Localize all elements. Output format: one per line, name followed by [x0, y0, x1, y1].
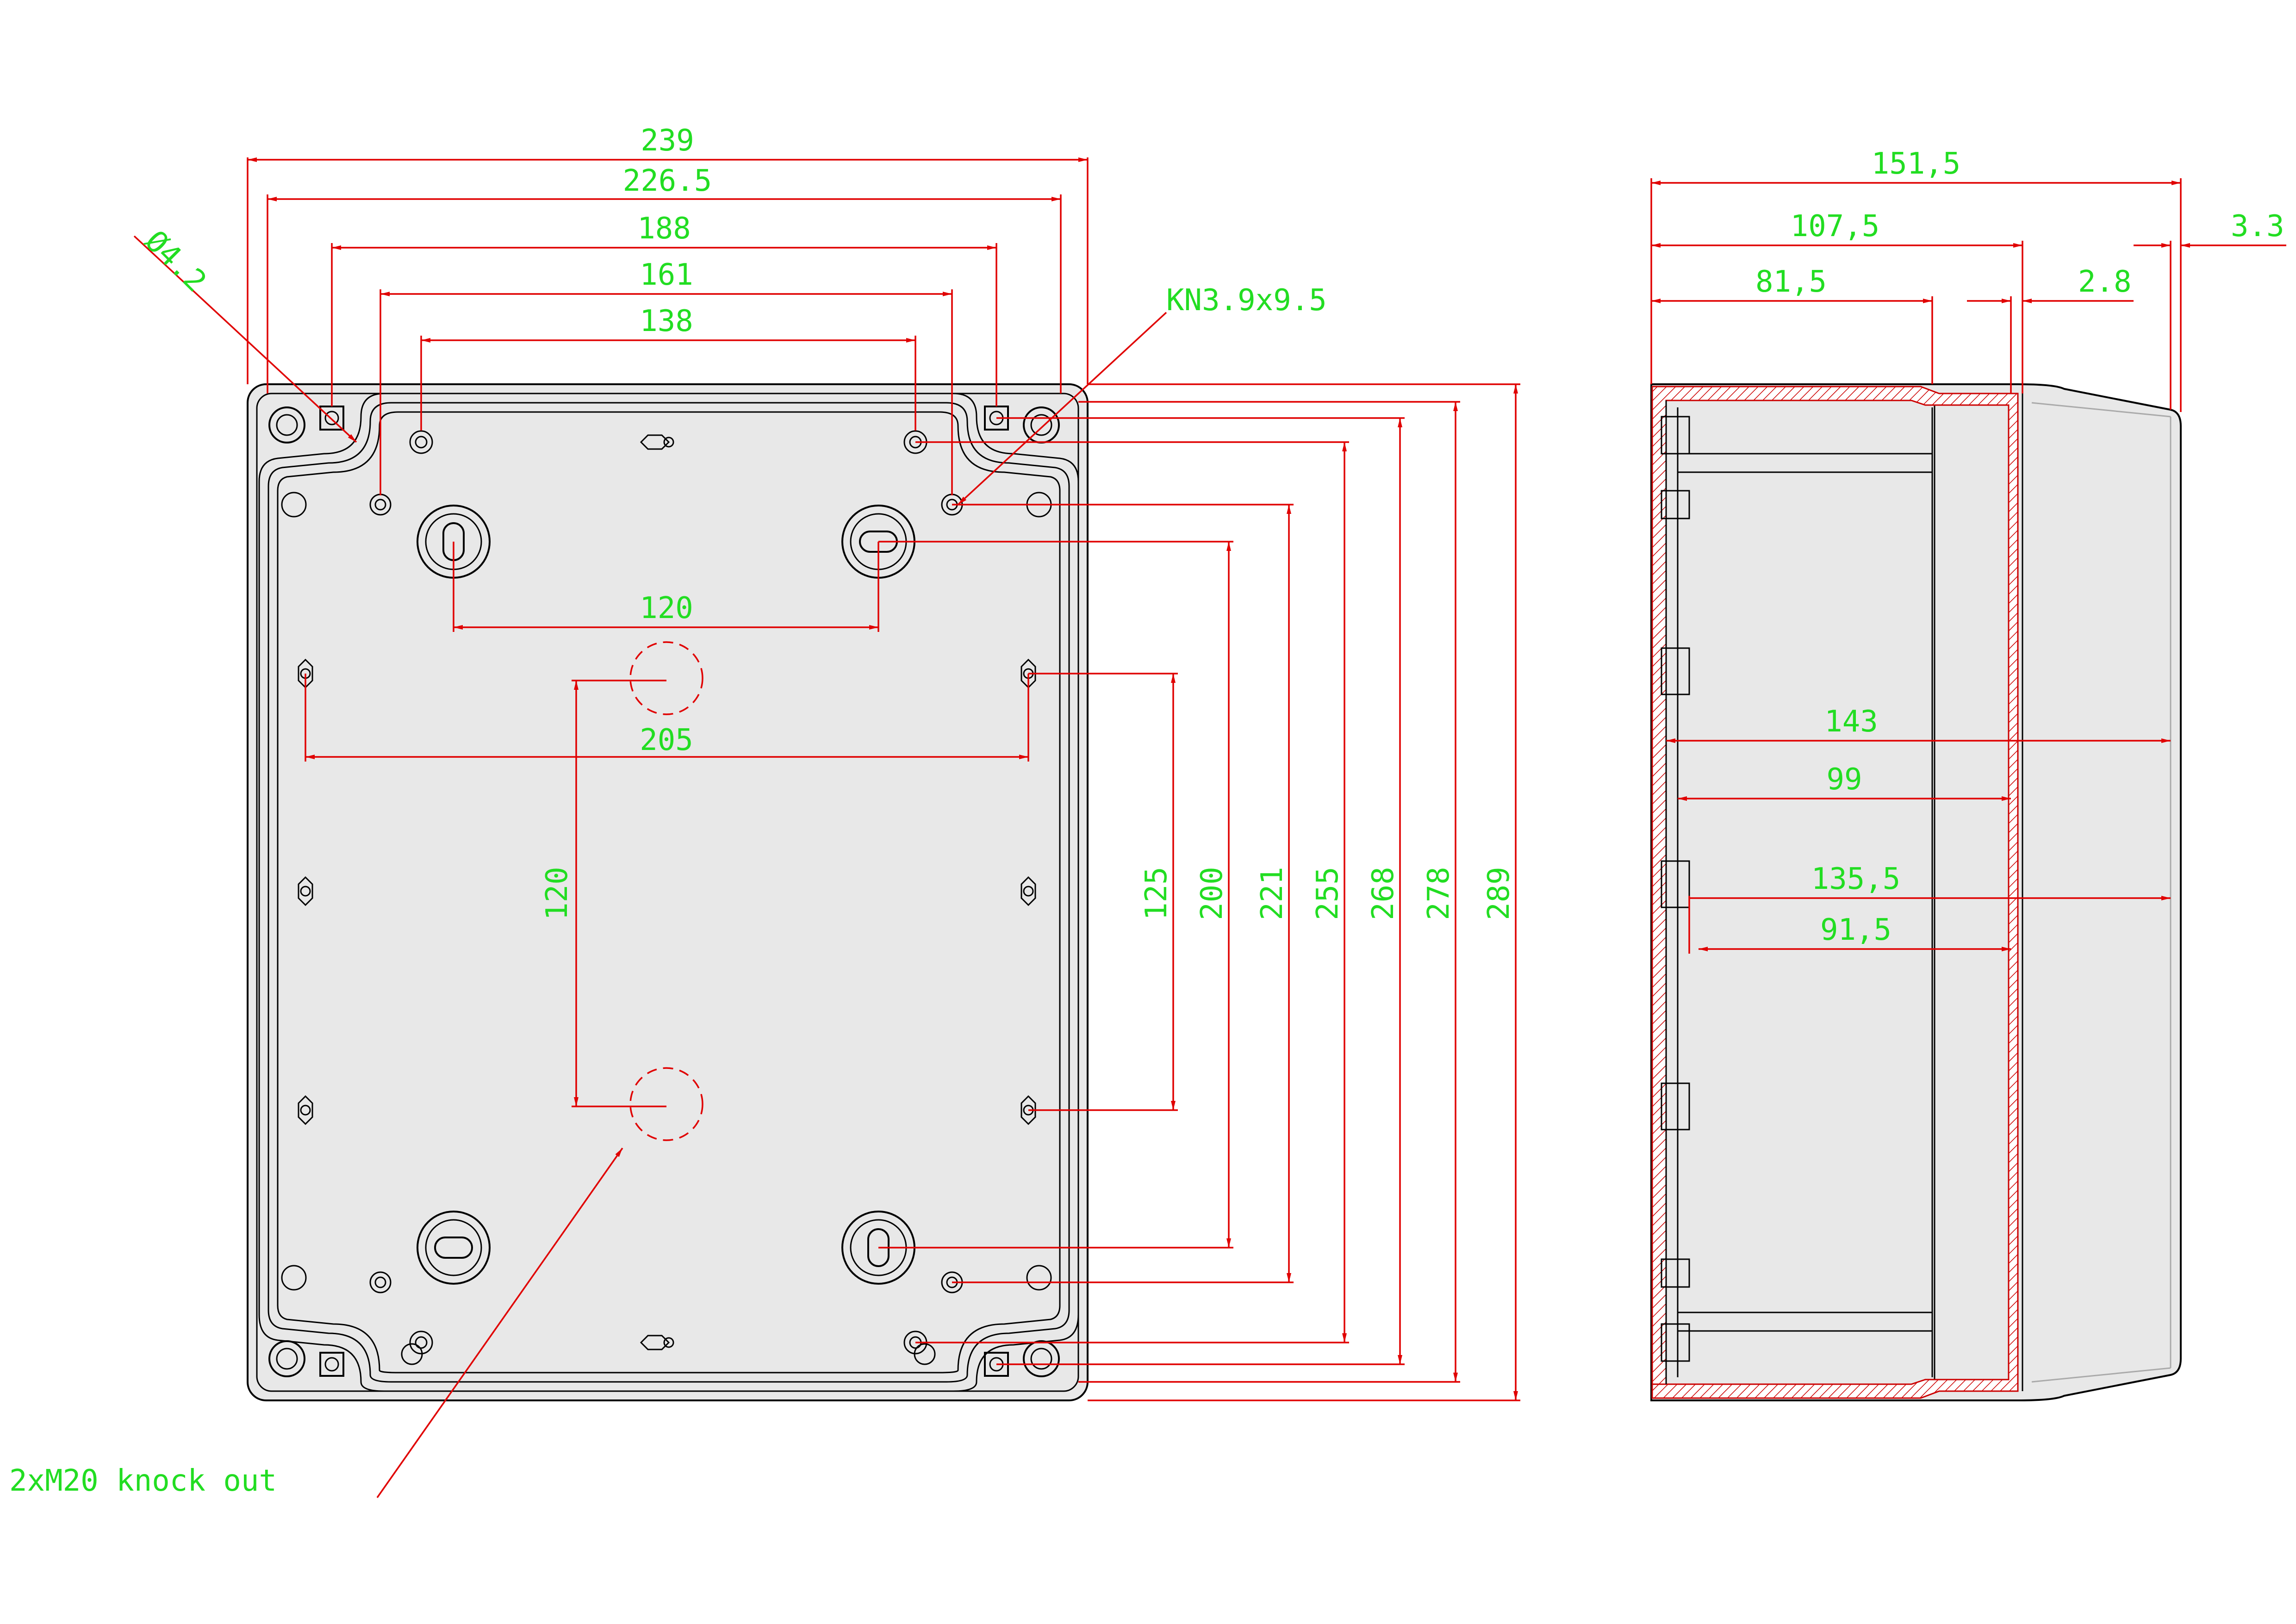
dim-268: 268: [1366, 867, 1400, 920]
dim-120-horizontal: 120: [640, 591, 693, 625]
dim-120-vertical: 120: [540, 867, 574, 920]
corner-hole-bottom-left: [268, 1340, 305, 1377]
hole-diameter-label: Ø4.2: [138, 224, 213, 299]
dim-3-3: 3.3: [2231, 209, 2284, 244]
dim-138: 138: [640, 304, 693, 338]
inner-dimensions: [305, 542, 1029, 1107]
enclosure-inner-outline: [258, 393, 1079, 1392]
dim-107-5: 107,5: [1791, 209, 1880, 244]
side-profile-outer: [1651, 384, 2181, 1400]
knockout-leader: [376, 1147, 623, 1499]
knockout-top: [629, 641, 703, 715]
side-top-dimensions: [1650, 178, 2286, 412]
dim-255: 255: [1311, 867, 1345, 920]
wall-lugs: [298, 434, 1036, 1350]
screw-leader: [957, 312, 1167, 506]
front-view: 239 226.5 188 161 138 Ø4.2 KN3.9x9.5 120…: [9, 124, 1520, 1499]
corner-hole-bottom-right: [1023, 1340, 1060, 1377]
side-view: 151,5 107,5 81,5 3.3 2.8 143 99 135,5 91…: [1650, 147, 2286, 1401]
dim-239: 239: [641, 124, 694, 158]
dim-143: 143: [1824, 705, 1878, 739]
knockout-note-label: 2xM20 knock out: [9, 1464, 277, 1498]
dim-91-5: 91,5: [1820, 913, 1892, 947]
dim-125: 125: [1139, 867, 1174, 920]
dim-135-5: 135,5: [1811, 862, 1901, 896]
dim-221: 221: [1255, 867, 1289, 920]
dim-278: 278: [1422, 867, 1456, 920]
dim-99: 99: [1826, 762, 1862, 797]
width-dimensions: [247, 157, 1089, 495]
dim-81-5: 81,5: [1755, 265, 1827, 299]
square-hole-bottom-left: [319, 1352, 344, 1377]
dim-151-5: 151,5: [1872, 147, 1961, 181]
dim-289: 289: [1482, 867, 1516, 920]
screw-note-label: KN3.9x9.5: [1166, 283, 1327, 318]
diameter-leader: [133, 235, 357, 443]
dim-205: 205: [640, 723, 693, 757]
side-bosses: [1661, 416, 1690, 1362]
dim-2-8: 2.8: [2078, 265, 2132, 299]
knockout-bottom: [629, 1067, 703, 1141]
dim-161: 161: [640, 258, 693, 292]
dim-200: 200: [1195, 867, 1229, 920]
side-inner-dimensions: [1666, 738, 2171, 954]
corner-hole-top-left: [268, 406, 305, 443]
dim-188: 188: [637, 212, 691, 246]
height-dimensions: [878, 383, 1520, 1401]
slot-hole-bottom-left: [417, 1211, 491, 1285]
dim-226-5: 226.5: [623, 164, 712, 198]
enclosure-outer-outline: [248, 384, 1088, 1400]
